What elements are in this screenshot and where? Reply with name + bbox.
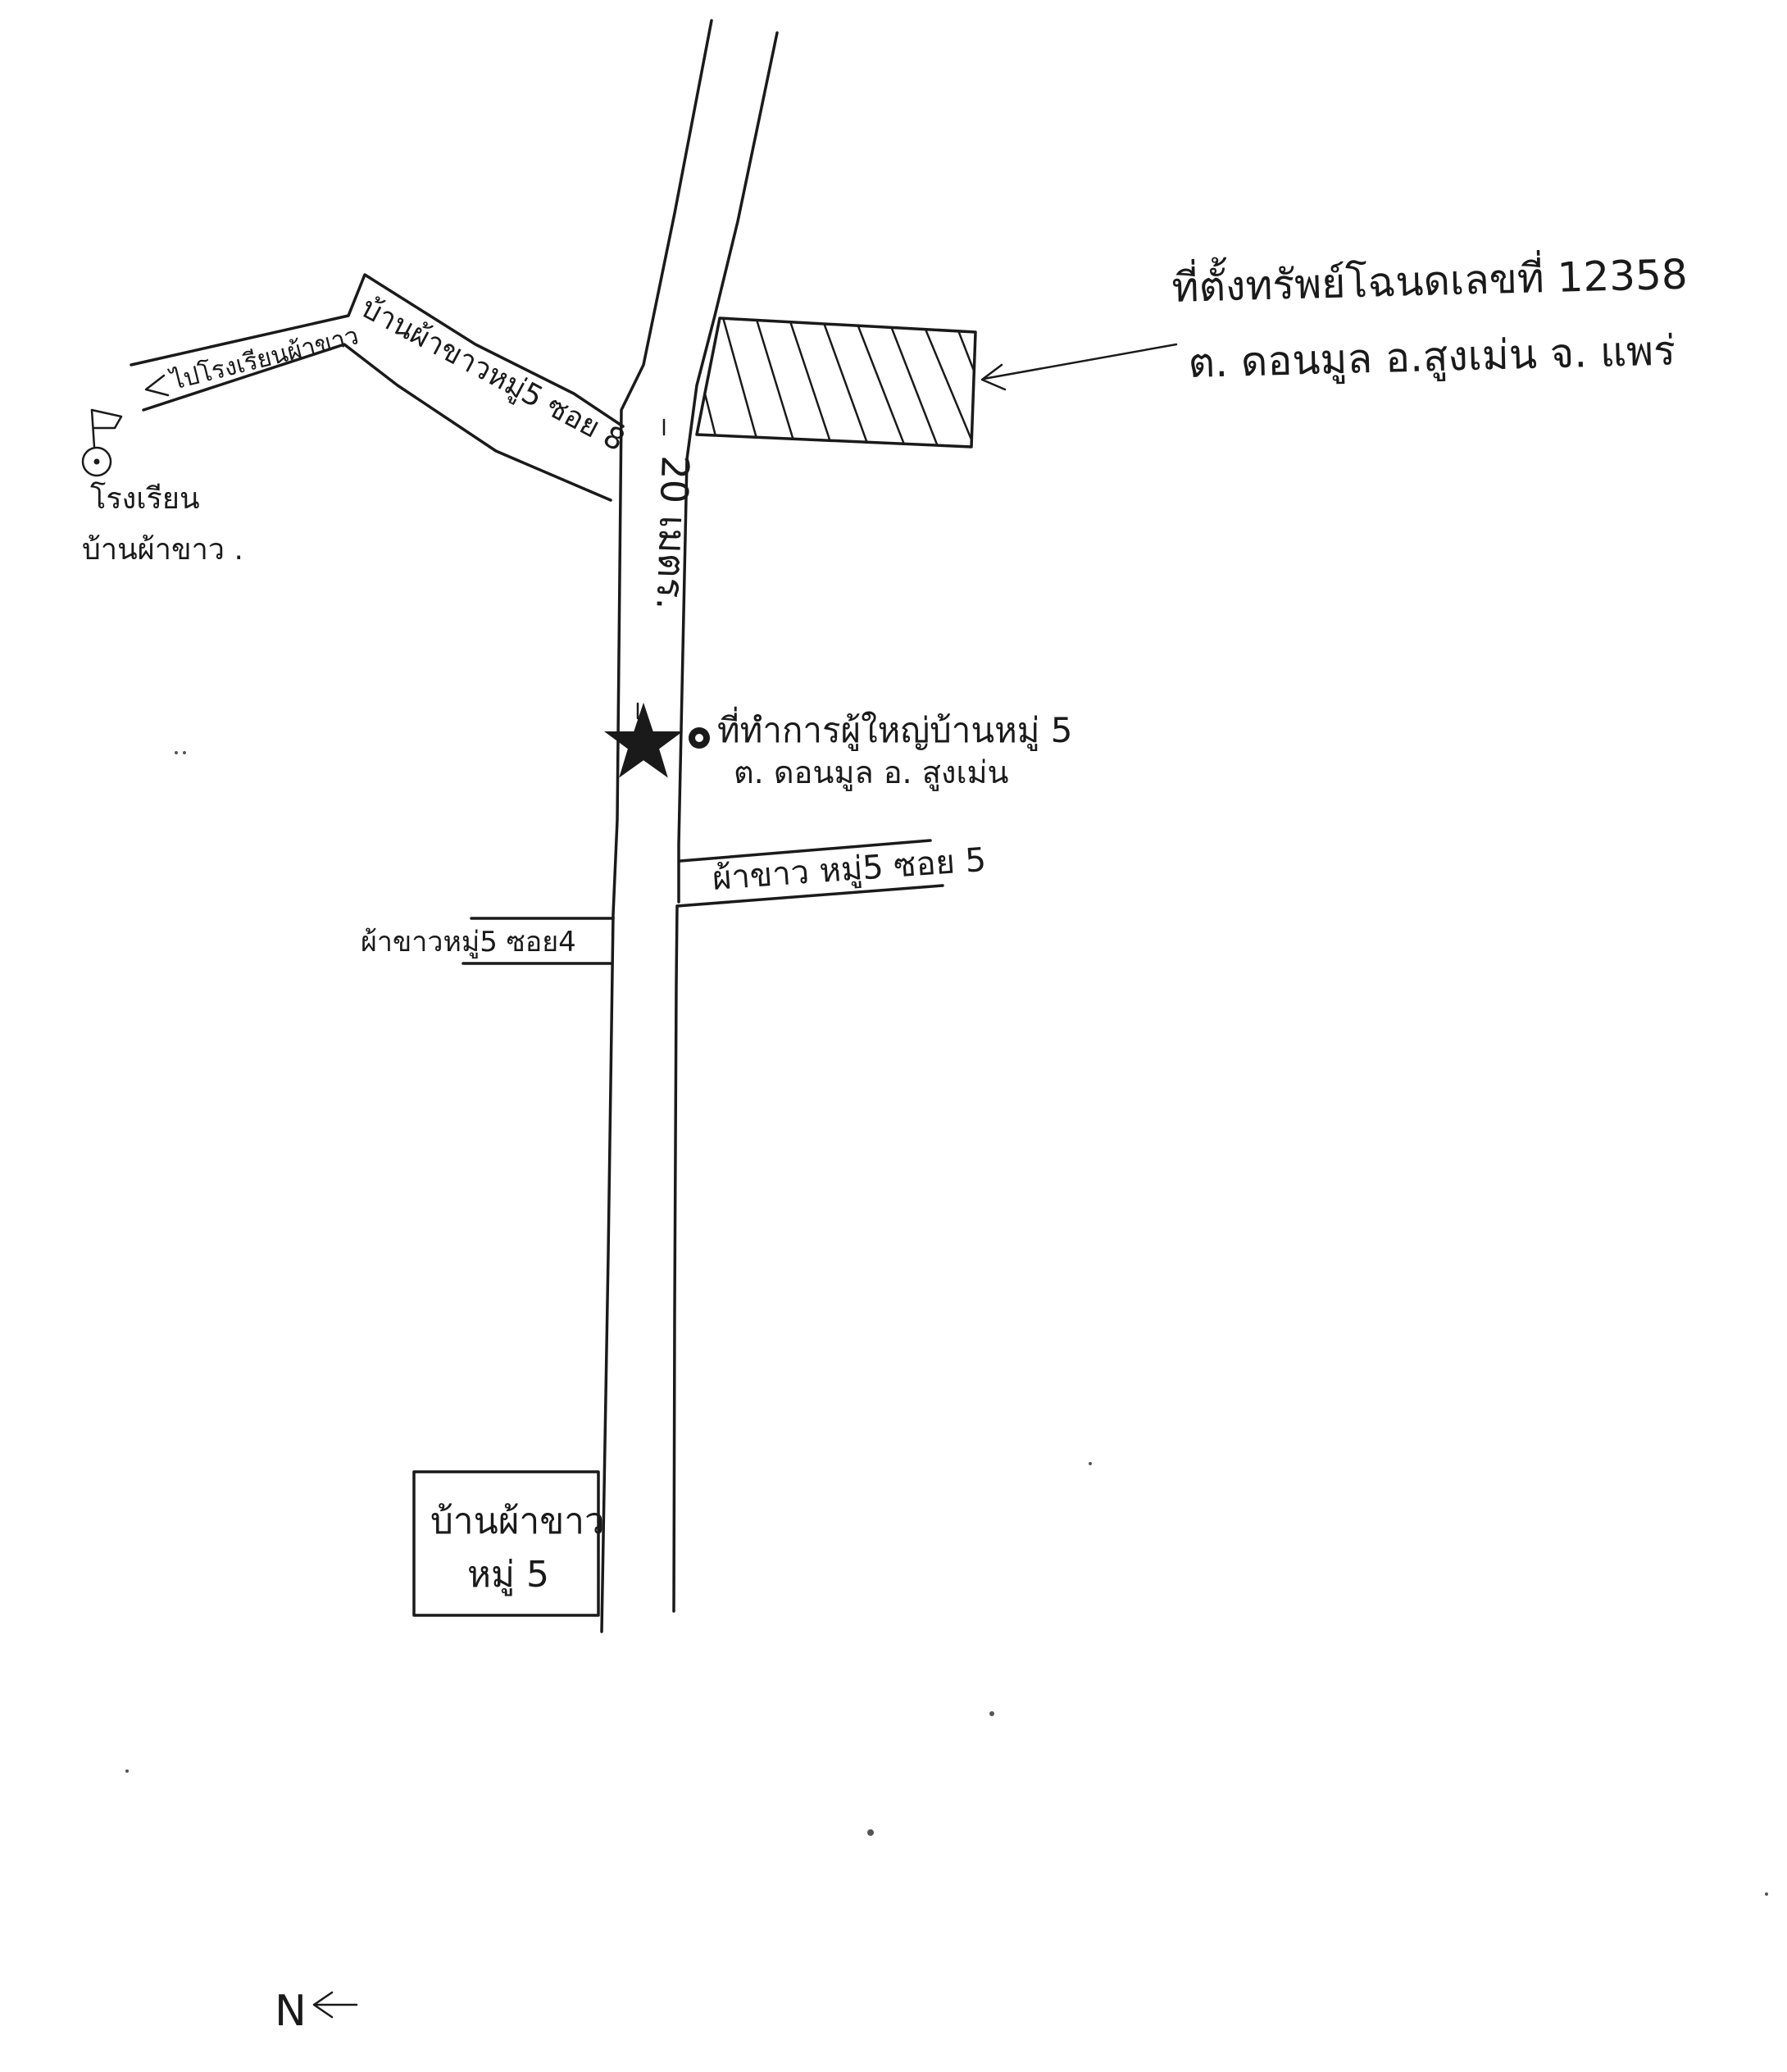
to-school-label: ไปโรงเรียนผ้าขาว — [166, 321, 361, 396]
scan-speck-marks — [125, 751, 1768, 1896]
star-marker-icon — [603, 702, 684, 778]
property-parcel — [695, 316, 977, 449]
soi4-road-label: ผ้าขาวหมู่5 ซอย4 — [361, 926, 576, 959]
north-arrow-icon — [312, 1991, 358, 2019]
property-label-line1: ที่ตั้งทรัพย์โฉนดเลขที่ 12358 — [1171, 245, 1689, 312]
village-label-line2: หมู่ 5 — [467, 1554, 549, 1596]
main-road-right-edge — [677, 31, 779, 904]
village-label-line1: บ้านผ้าขาว — [430, 1500, 605, 1542]
property-pointer-arrow — [982, 343, 1178, 380]
property-pointer-arrowhead — [980, 363, 1007, 391]
to-school-arrowhead — [144, 374, 170, 397]
school-label-line2: บ้านผ้าขาว . — [82, 533, 243, 567]
main-road-right-edge-lower — [672, 904, 679, 1613]
office-marker-icon — [689, 727, 710, 749]
soi5-road-lower-edge — [675, 884, 944, 908]
property-parcel-hatching — [697, 318, 975, 447]
soi5-road-upper-edge — [679, 839, 932, 863]
village-box — [412, 1470, 600, 1617]
north-label: N — [275, 1987, 307, 2036]
soi8-road-label: บ้านผ้าขาวหมู่5 ซอย 8 — [355, 291, 630, 459]
main-road-left-edge — [600, 19, 713, 1633]
office-label-line1: ที่ทำการผู้ใหญ่บ้านหมู่ 5 — [717, 707, 1073, 751]
school-label-line1: โรงเรียน — [90, 481, 200, 516]
distance-label: 20 เมตร. — [648, 455, 698, 611]
office-label-line2: ต. ดอนมูล อ. สูงเม่น — [734, 754, 1008, 791]
soi5-road-label: ผ้าขาว หมู่5 ซอย 5 — [711, 841, 987, 898]
soi8-road-lower-edge — [142, 343, 612, 502]
soi8-road-upper-edge — [130, 273, 625, 428]
property-label-line2: ต. ดอนมูล อ.สูงเม่น จ. แพร่ — [1188, 326, 1676, 388]
school-flag-icon — [81, 408, 123, 477]
